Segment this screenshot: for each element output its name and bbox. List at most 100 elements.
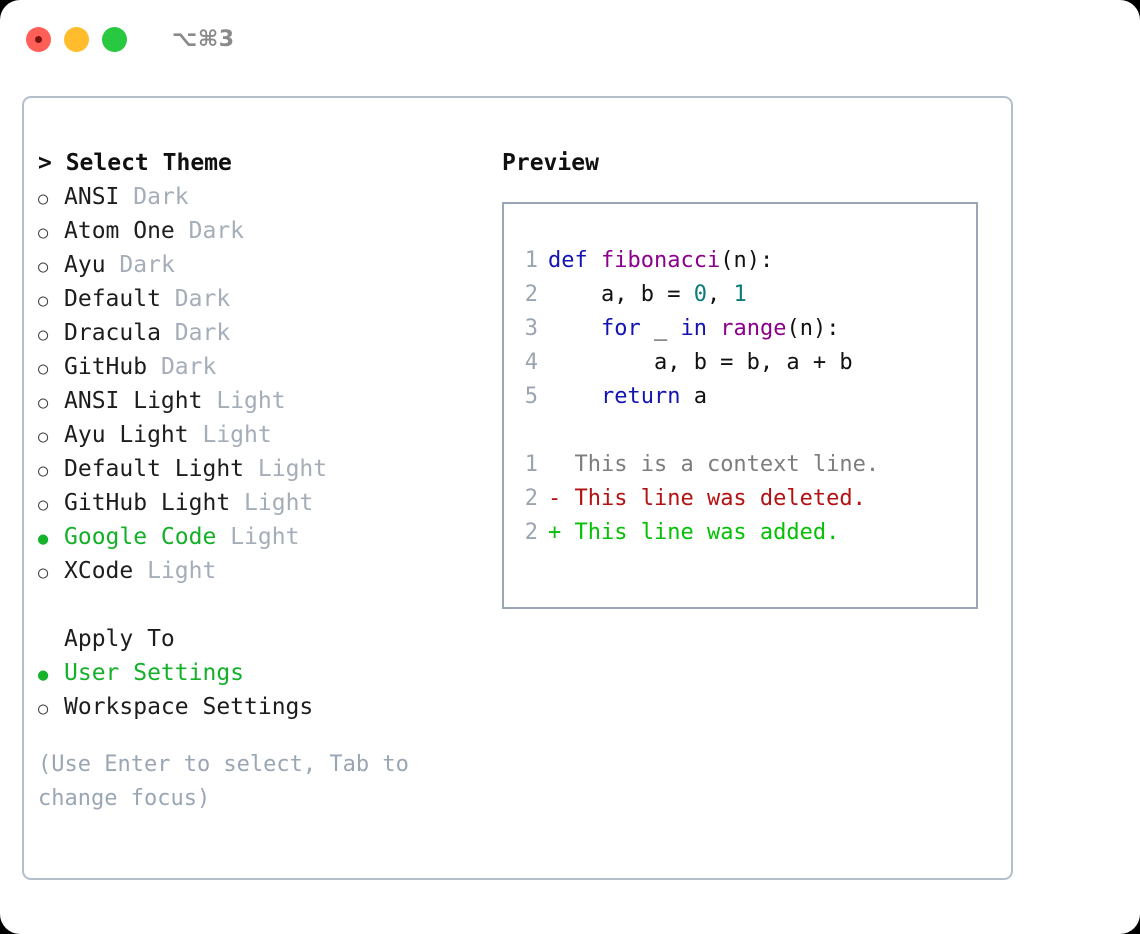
theme-category-label: Dark bbox=[188, 218, 245, 244]
radio-unselected-icon[interactable]: ○ bbox=[38, 461, 49, 481]
theme-category-label: Light bbox=[230, 524, 300, 550]
code-token-pl: a, b = b, a + b bbox=[548, 350, 853, 375]
theme-name-label: GitHub bbox=[64, 354, 148, 380]
code-token-num: 0 bbox=[693, 282, 707, 307]
close-button-icon[interactable] bbox=[26, 26, 51, 52]
line-number: 5 bbox=[524, 384, 538, 409]
theme-category-label: Dark bbox=[160, 354, 217, 380]
code-line: 2 a, b = 0, 1 bbox=[504, 278, 976, 312]
code-token-kw: def bbox=[548, 248, 588, 273]
radio-unselected-icon[interactable]: ○ bbox=[38, 563, 49, 583]
theme-category-label: Light bbox=[216, 388, 286, 414]
radio-unselected-icon[interactable]: ○ bbox=[38, 359, 49, 379]
code-content: a, b = b, a + b bbox=[548, 346, 853, 380]
diff-line: 2+ This line was added. bbox=[504, 516, 976, 550]
diff-marker: + bbox=[548, 520, 562, 545]
radio-unselected-icon[interactable]: ○ bbox=[38, 393, 49, 413]
keyboard-shortcut-label: ⌥⌘3 bbox=[172, 26, 235, 52]
line-number: 2 bbox=[524, 486, 538, 511]
theme-name-label: Default Light bbox=[64, 456, 245, 482]
radio-unselected-icon[interactable]: ○ bbox=[38, 699, 49, 719]
radio-unselected-icon[interactable]: ○ bbox=[38, 223, 49, 243]
radio-unselected-icon[interactable]: ○ bbox=[38, 427, 49, 447]
code-content: return a bbox=[548, 380, 707, 414]
theme-category-label: Light bbox=[147, 558, 217, 584]
diff-marker: - bbox=[548, 486, 562, 511]
theme-name-label: Atom One bbox=[64, 218, 175, 244]
code-token-kw: for bbox=[600, 316, 641, 341]
code-token-pl: (n): bbox=[720, 248, 774, 273]
keyboard-hint-text: (Use Enter to select, Tab to change focu… bbox=[38, 752, 409, 811]
theme-list-item[interactable]: ○ Default Dark bbox=[38, 282, 498, 316]
code-content: def fibonacci(n): bbox=[548, 244, 773, 278]
code-line: 4 a, b = b, a + b bbox=[504, 346, 976, 380]
theme-list-item[interactable]: ○ Default Light Light bbox=[38, 452, 498, 486]
code-token-pl bbox=[588, 248, 601, 273]
theme-category-label: Light bbox=[257, 456, 328, 482]
code-content: for _ in range(n): bbox=[548, 312, 839, 346]
theme-list-item[interactable]: ○ GitHub Dark bbox=[38, 350, 498, 384]
titlebar: ⌥⌘3 bbox=[0, 0, 1140, 78]
diff-content-ctx: This is a context line. bbox=[548, 448, 879, 482]
code-token-pl: a, b = bbox=[548, 282, 694, 307]
theme-category-label: Dark bbox=[119, 252, 175, 278]
diff-text: This is a context line. bbox=[561, 452, 880, 477]
diff-sample: 1 This is a context line. 2 - This line wa… bbox=[504, 448, 976, 550]
radio-unselected-icon[interactable]: ○ bbox=[38, 189, 49, 209]
line-number: 1 bbox=[524, 452, 538, 477]
code-token-kw: return bbox=[600, 384, 681, 409]
select-theme-heading: > Select Theme bbox=[38, 150, 232, 176]
code-line: 5 return a bbox=[504, 380, 976, 414]
line-number: 3 bbox=[524, 316, 538, 341]
apply-to-option-label: Workspace Settings bbox=[64, 694, 314, 720]
code-token-num: 1 bbox=[733, 282, 747, 307]
line-number: 4 bbox=[524, 350, 538, 375]
apply-to-heading-bullet-placeholder: ○ bbox=[38, 624, 64, 658]
radio-unselected-icon[interactable]: ○ bbox=[38, 291, 49, 311]
theme-name-label: Default bbox=[64, 286, 161, 312]
radio-unselected-icon[interactable]: ○ bbox=[38, 495, 49, 515]
diff-content-del: - This line was deleted. bbox=[548, 482, 866, 516]
theme-name-label: ANSI bbox=[64, 184, 120, 210]
apply-to-option-label: User Settings bbox=[64, 660, 245, 686]
radio-selected-icon[interactable]: ● bbox=[38, 529, 49, 549]
code-line: 3 for _ in range(n): bbox=[504, 312, 976, 346]
maximize-button-icon[interactable] bbox=[102, 26, 127, 52]
theme-name-label: ANSI Light bbox=[64, 388, 203, 414]
radio-selected-icon[interactable]: ● bbox=[38, 665, 49, 685]
theme-list-item[interactable]: ● Google Code Light bbox=[38, 520, 498, 554]
apply-to-option[interactable]: ○ Workspace Settings bbox=[38, 690, 498, 724]
apply-to-option[interactable]: ● User Settings bbox=[38, 656, 498, 690]
code-token-fn: fibonacci bbox=[601, 248, 721, 273]
theme-category-label: Light bbox=[244, 490, 314, 516]
code-token-pl bbox=[548, 316, 601, 341]
apply-to-heading-label: Apply To bbox=[64, 626, 175, 652]
section-spacer bbox=[38, 588, 498, 622]
theme-list-item[interactable]: ○ Atom One Dark bbox=[38, 214, 498, 248]
code-token-pl: a bbox=[680, 384, 707, 409]
code-token-pl: _ bbox=[640, 316, 681, 341]
code-token-pl bbox=[707, 316, 720, 341]
theme-name-label: Dracula bbox=[64, 320, 161, 346]
theme-name-label: Ayu Light bbox=[64, 422, 189, 448]
radio-unselected-icon[interactable]: ○ bbox=[38, 257, 49, 277]
theme-list-item[interactable]: ○ ANSI Light Light bbox=[38, 384, 498, 418]
diff-content-add: + This line was added. bbox=[548, 516, 839, 550]
theme-name-label: Google Code bbox=[64, 524, 217, 550]
minimize-button-icon[interactable] bbox=[64, 26, 89, 52]
apply-to-heading: ○ Apply To bbox=[38, 622, 498, 656]
radio-unselected-icon[interactable]: ○ bbox=[38, 325, 49, 345]
theme-category-label: Dark bbox=[174, 286, 231, 312]
code-token-pl: (n): bbox=[786, 316, 840, 341]
